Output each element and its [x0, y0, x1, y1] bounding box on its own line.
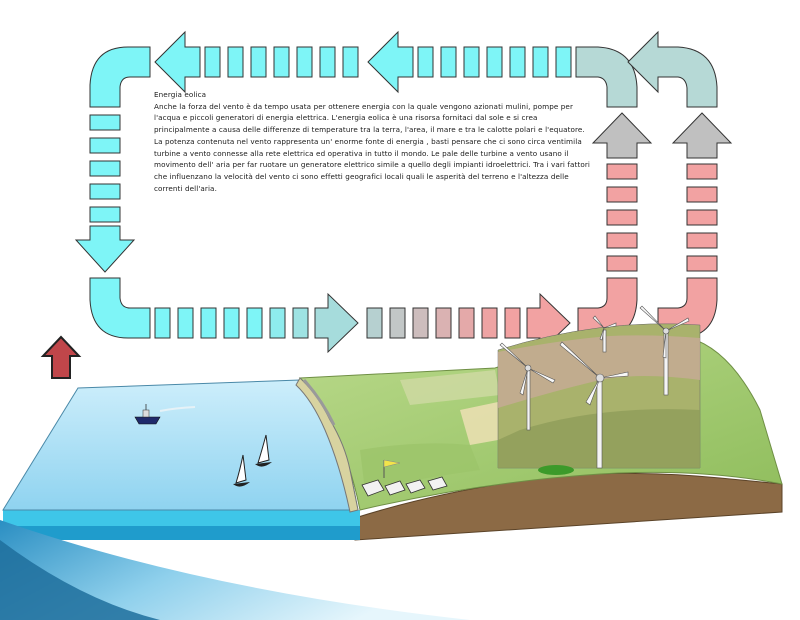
flow-segment [687, 164, 717, 179]
flow-segment [343, 47, 358, 77]
flow-segment [556, 47, 571, 77]
flow-segment [274, 47, 289, 77]
down-arrow-head [76, 226, 134, 272]
flow-segment [533, 47, 548, 77]
tree-clump [538, 465, 574, 475]
flow-segment [90, 161, 120, 176]
top-left-curve [90, 47, 150, 107]
left-arrow-head [155, 32, 200, 92]
flow-segment [247, 308, 262, 338]
flow-segment [459, 308, 474, 338]
flow-segment [224, 308, 239, 338]
flow-segment [607, 256, 637, 271]
flow-segment [687, 233, 717, 248]
text-body: Anche la forza del vento è da tempo usat… [154, 101, 594, 195]
outer-top-curve [628, 32, 717, 107]
left-arrow-head [368, 32, 413, 92]
flow-segment [320, 47, 335, 77]
flow-segment [90, 184, 120, 199]
text-title: Energia eolica [154, 89, 594, 101]
flow-segment [607, 164, 637, 179]
bottom-sea-breeze-flow [155, 294, 570, 352]
flow-segment [487, 47, 502, 77]
flow-segment [90, 138, 120, 153]
flow-segment [687, 187, 717, 202]
flow-segment [418, 47, 433, 77]
coastal-landscape [3, 306, 782, 540]
flow-segment [607, 187, 637, 202]
flow-segment [155, 308, 170, 338]
flow-segment [607, 210, 637, 225]
flow-segment [687, 210, 717, 225]
flow-segment [201, 308, 216, 338]
up-arrow-icon [43, 337, 79, 378]
sea-base [3, 526, 360, 540]
sea-surface [3, 380, 358, 510]
flow-segment [297, 47, 312, 77]
outer-up-arrow [673, 113, 731, 158]
flow-segment [228, 47, 243, 77]
left-downward-flow [76, 115, 134, 272]
inner-rising-flow [607, 164, 637, 271]
flow-segment [482, 308, 497, 338]
flow-segment [441, 47, 456, 77]
info-text-block: Energia eolica Anche la forza del vento … [154, 89, 594, 194]
flow-segment [293, 308, 308, 338]
flow-segment [251, 47, 266, 77]
flow-segment [205, 47, 220, 77]
sea-edge [3, 510, 360, 526]
flow-segment [90, 207, 120, 222]
flow-segment [90, 115, 120, 130]
flow-segment [510, 47, 525, 77]
flow-segment [505, 308, 520, 338]
flow-segment [607, 233, 637, 248]
right-arrow-head [315, 294, 358, 352]
flow-segment [270, 308, 285, 338]
flow-segment [390, 308, 405, 338]
flow-segment [178, 308, 193, 338]
flow-segment [367, 308, 382, 338]
outer-rising-flow [687, 164, 717, 271]
flow-segment [436, 308, 451, 338]
flow-segment [464, 47, 479, 77]
flow-segment [687, 256, 717, 271]
top-return-flow [155, 32, 571, 92]
flow-segment [413, 308, 428, 338]
inner-up-arrow [593, 113, 651, 158]
bottom-left-curve [90, 278, 150, 338]
